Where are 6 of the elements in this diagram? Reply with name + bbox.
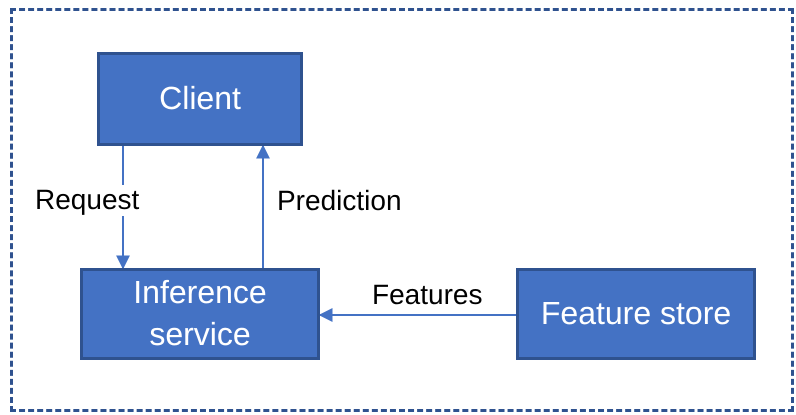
dashed-boundary bbox=[10, 8, 794, 412]
process-box: Client bbox=[97, 52, 303, 146]
arrow bbox=[256, 144, 270, 268]
process-box: Inference service bbox=[80, 268, 320, 360]
arrow bbox=[318, 308, 516, 322]
process-box: Feature store bbox=[516, 268, 756, 360]
